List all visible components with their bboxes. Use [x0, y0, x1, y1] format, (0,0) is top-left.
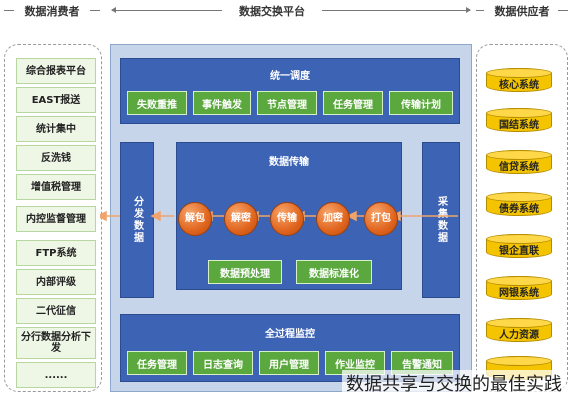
dispatch-item: 传输计划 — [389, 91, 453, 115]
transfer-title: 数据传输 — [269, 157, 309, 168]
supplier-label: 网银系统 — [499, 287, 539, 299]
suppliers-header-label: 数据供应者 — [494, 5, 550, 18]
platform-header: 数据交换平台 — [222, 0, 322, 22]
arrow-head — [346, 210, 357, 222]
dispatch-item: 任务管理 — [323, 91, 383, 115]
header-divider — [558, 10, 568, 11]
supplier-database: 信贷系统 — [486, 150, 552, 174]
supplier-database: 国结系统 — [486, 108, 552, 132]
monitor-item: 任务管理 — [127, 351, 187, 375]
dispatch-title: 统一调度 — [270, 71, 310, 82]
consumer-item: EAST报送 — [16, 87, 96, 113]
distribute-data-box: 分发数据 — [120, 142, 154, 298]
monitor-title: 全过程监控 — [265, 329, 315, 340]
consumer-item: ...... — [16, 362, 96, 388]
supplier-database: 债券系统 — [486, 192, 552, 216]
step-transmit: 传输 — [270, 202, 304, 236]
platform-header-arrow-left — [111, 7, 222, 13]
dispatch-item: 失败重推 — [127, 91, 187, 115]
supplier-label: 国结系统 — [499, 119, 539, 131]
consumer-item: 分行数据分析下发 — [16, 327, 96, 359]
monitor-item: 日志查询 — [193, 351, 253, 375]
supplier-database: 人力资源 — [486, 318, 552, 342]
transfer-item-standardize: 数据标准化 — [296, 260, 372, 284]
dispatch-item: 事件触发 — [193, 91, 251, 115]
supplier-label: 银企直联 — [499, 245, 539, 257]
supplier-label: 债券系统 — [499, 203, 539, 215]
caption-watermark: 数据共享与交换的最佳实践 — [342, 370, 566, 396]
collect-data-box: 采集数据 — [422, 142, 460, 298]
consumers-header: 数据消费者 — [2, 0, 102, 22]
supplier-label: 核心系统 — [499, 79, 539, 91]
consumer-item: 综合报表平台 — [16, 58, 96, 84]
header-divider — [90, 10, 100, 11]
consumer-item: 增值税管理 — [16, 174, 96, 200]
supplier-label: 信贷系统 — [499, 161, 539, 173]
platform-header-arrow-right — [322, 7, 471, 13]
consumer-item: 二代征信 — [16, 298, 96, 324]
dispatch-item: 节点管理 — [257, 91, 317, 115]
step-pack: 打包 — [364, 202, 398, 236]
consumer-item: 反洗钱 — [16, 145, 96, 171]
supplier-database: 网银系统 — [486, 276, 552, 300]
supplier-database: 银企直联 — [486, 234, 552, 258]
supplier-database: 核心系统 — [486, 68, 552, 92]
transfer-item-preprocess: 数据预处理 — [208, 260, 282, 284]
consumer-item: FTP系统 — [16, 240, 96, 266]
header-divider — [4, 10, 14, 11]
step-decrypt: 解密 — [224, 202, 258, 236]
monitor-item: 用户管理 — [259, 351, 319, 375]
consumer-item: 内控监督管理 — [16, 206, 96, 232]
step-encrypt: 加密 — [316, 202, 350, 236]
consumer-item: 统计集中 — [16, 116, 96, 142]
arrow-head — [100, 210, 107, 222]
header-divider — [476, 10, 484, 11]
suppliers-header: 数据供应者 — [476, 0, 568, 22]
supplier-label: 人力资源 — [499, 329, 539, 341]
dispatch-section: 统一调度 失败重推 事件触发 节点管理 任务管理 传输计划 — [120, 58, 460, 124]
arrow-head — [150, 210, 161, 222]
platform-header-label: 数据交换平台 — [239, 5, 305, 18]
consumers-header-label: 数据消费者 — [24, 5, 80, 18]
step-unpack: 解包 — [178, 202, 212, 236]
consumer-item: 内部评级 — [16, 269, 96, 295]
